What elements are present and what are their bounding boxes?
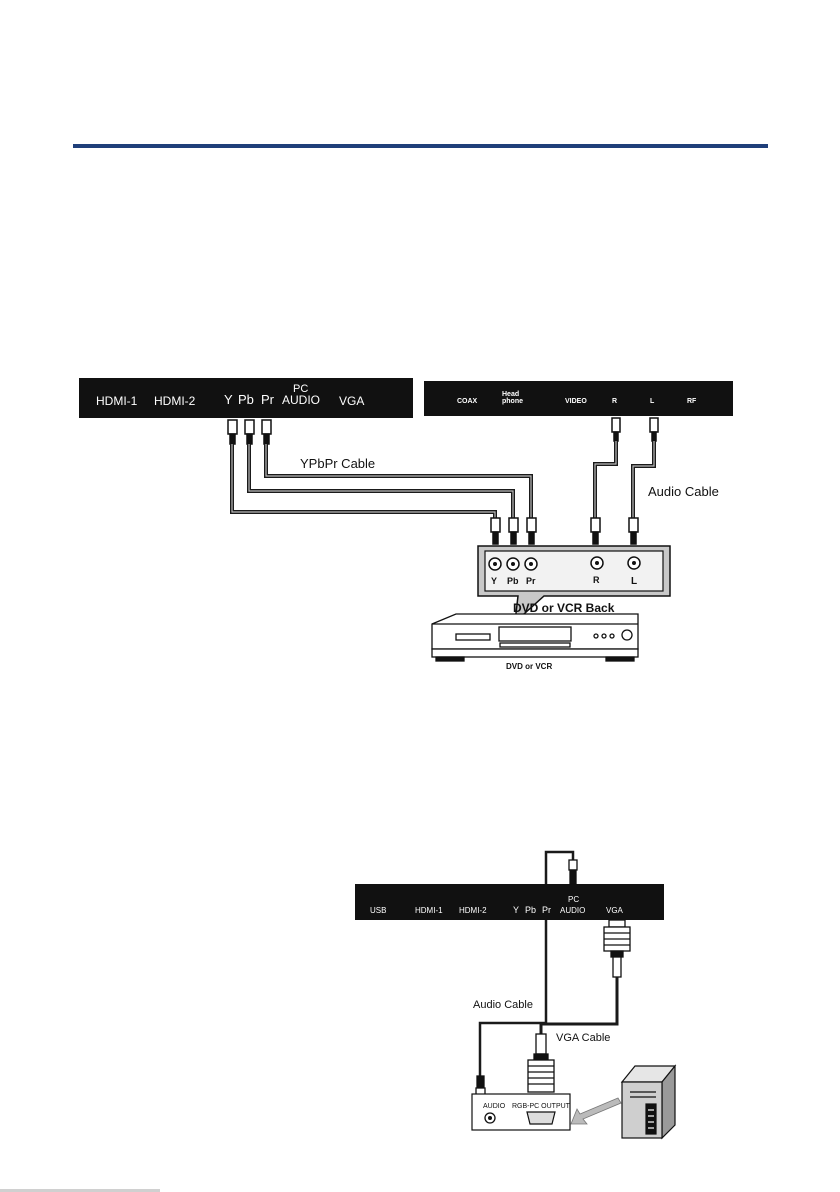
audio-cable-label: Audio Cable — [648, 484, 719, 499]
tv-panel-left: HDMI-1 HDMI-2 Y Pb Pr PC AUDIO VGA — [79, 378, 413, 418]
port-label-usb: USB — [370, 906, 386, 915]
port-label-hdmi2: HDMI-2 — [459, 906, 487, 915]
dvd-vcr-device — [432, 614, 638, 661]
pc-connection-diagram: USB HDMI-1 HDMI-2 Y Pb Pr PC AUDIO VGA A… — [355, 852, 675, 1138]
port-label-pr: Pr — [261, 392, 275, 407]
device-label: DVD or VCR — [506, 662, 552, 671]
jack-label-l: L — [631, 576, 637, 587]
port-label-phone: phone — [502, 398, 523, 405]
ypbpr-cable — [232, 444, 531, 518]
pc-back-panel: AUDIO RGB-PC OUTPUT — [472, 1094, 571, 1130]
audio-cable — [595, 441, 654, 518]
pc-vga-port — [527, 1112, 555, 1124]
port-label-pr: Pr — [542, 905, 551, 915]
port-label-y: Y — [513, 905, 519, 915]
pc-audio-cable-label: Audio Cable — [473, 999, 533, 1011]
jack-label-pb: Pb — [507, 576, 519, 586]
pc-audio-label: AUDIO — [483, 1103, 506, 1110]
arrow-icon — [571, 1098, 621, 1124]
port-label-audio: AUDIO — [282, 393, 320, 407]
port-label-hdmi1: HDMI-1 — [96, 394, 138, 408]
jack-label-y: Y — [491, 576, 497, 586]
vga-cable — [541, 977, 617, 1034]
jack-label-r: R — [593, 575, 600, 585]
port-label-coax: COAX — [457, 398, 478, 405]
port-label-vga: VGA — [339, 394, 364, 408]
rca-plugs-device — [491, 518, 638, 544]
tv-panel-pc: USB HDMI-1 HDMI-2 Y Pb Pr PC AUDIO VGA — [355, 884, 664, 920]
port-label-head: Head — [502, 391, 519, 398]
header-rule — [73, 144, 768, 148]
port-label-pc: PC — [568, 895, 579, 904]
computer-tower-icon — [622, 1066, 675, 1138]
device-back-title: DVD or VCR Back — [513, 601, 615, 615]
pc-audio-plug-top — [569, 860, 577, 884]
port-label-l: L — [650, 398, 655, 405]
rca-plugs-tv-audio — [612, 418, 658, 441]
port-label-hdmi2: HDMI-2 — [154, 394, 196, 408]
port-label-video: VIDEO — [565, 398, 587, 405]
port-label-r: R — [612, 398, 617, 405]
port-label-pb: Pb — [525, 905, 536, 915]
rca-plugs-tv-ypbpr — [228, 420, 271, 444]
port-label-rf: RF — [687, 398, 697, 405]
vga-connector-tv — [604, 920, 630, 977]
vga-connector-pc — [528, 1034, 554, 1092]
port-label-audio: AUDIO — [560, 906, 585, 915]
port-label-hdmi1: HDMI-1 — [415, 906, 443, 915]
jack-label-pr: Pr — [526, 576, 536, 586]
pc-rgb-label: RGB-PC OUTPUT — [512, 1103, 571, 1110]
component-connection-diagram: HDMI-1 HDMI-2 Y Pb Pr PC AUDIO VGA COAX … — [79, 378, 733, 671]
ypbpr-cable-label: YPbPr Cable — [300, 456, 375, 471]
port-label-y: Y — [224, 392, 233, 407]
tv-panel-right: COAX Head phone VIDEO R L RF — [424, 381, 733, 416]
vga-cable-label: VGA Cable — [556, 1032, 610, 1044]
port-label-pb: Pb — [238, 392, 254, 407]
port-label-vga: VGA — [606, 906, 624, 915]
